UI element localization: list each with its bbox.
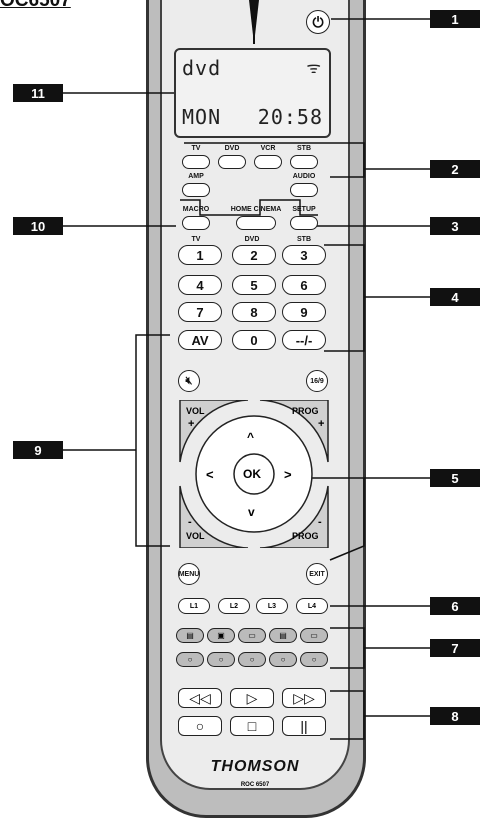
prog-up-button[interactable] [259, 400, 329, 463]
key-2[interactable]: 2 [232, 245, 276, 265]
macro-label: MACRO [182, 206, 210, 213]
source-label-stb: STB [297, 145, 311, 152]
vol-label-bottom: VOL [186, 531, 205, 541]
key-7[interactable]: 7 [178, 302, 222, 322]
prog-label-bottom: PROG [292, 531, 319, 541]
source-button-amp[interactable] [182, 183, 210, 197]
source-label-dvd: DVD [224, 145, 240, 152]
page-title: OC6507 [0, 0, 71, 11]
callout-2: 2 [430, 160, 480, 178]
vol-up-button[interactable] [179, 400, 249, 463]
l1-button[interactable]: L1 [178, 598, 210, 614]
key-9[interactable]: 9 [282, 302, 326, 322]
lcd-time: 20:58 [257, 105, 323, 129]
macro-button[interactable] [182, 216, 210, 230]
digit-caption-stb: STB [297, 236, 311, 243]
color-button-5[interactable]: ○ [300, 652, 328, 667]
key-dash[interactable]: --/- [282, 330, 326, 350]
source-button-dvd[interactable] [218, 155, 246, 169]
key-6[interactable]: 6 [282, 275, 326, 295]
key-3[interactable]: 3 [282, 245, 326, 265]
stop-button[interactable]: □ [230, 716, 274, 736]
prog-minus: - [318, 516, 322, 528]
nav-cluster [179, 400, 329, 548]
prog-plus: + [318, 418, 325, 430]
callout-3: 3 [430, 217, 480, 235]
source-label-vcr: VCR [260, 145, 276, 152]
key-1[interactable]: 1 [178, 245, 222, 265]
prog-label-top: PROG [292, 406, 319, 416]
lcd-display: dvd ᯤ MON 20:58 [174, 48, 331, 138]
color-button-1[interactable]: ○ [176, 652, 204, 667]
key-av[interactable]: AV [178, 330, 222, 350]
ok-button[interactable] [233, 453, 275, 495]
mute-icon[interactable]: 🔇︎ [178, 370, 200, 392]
record-button[interactable]: ○ [178, 716, 222, 736]
setup-button[interactable] [290, 216, 318, 230]
vol-minus: - [188, 516, 192, 528]
callout-6: 6 [430, 597, 480, 615]
power-button[interactable]: ⏻ [306, 10, 330, 34]
brand-logo: THOMSON [210, 758, 300, 775]
key-8[interactable]: 8 [232, 302, 276, 322]
right-arrow-icon: > [284, 467, 292, 482]
callout-7: 7 [430, 639, 480, 657]
source-button-vcr[interactable] [254, 155, 282, 169]
home-cinema-button[interactable] [236, 216, 276, 230]
teletext-button-5[interactable]: ▭ [300, 628, 328, 643]
digit-caption-dvd: DVD [244, 236, 260, 243]
teletext-button-1[interactable]: ▤ [176, 628, 204, 643]
model-number: ROC 6507 [240, 782, 270, 788]
lcd-mode: dvd [182, 56, 222, 80]
prog-down-button[interactable] [259, 485, 329, 548]
vol-label-top: VOL [186, 406, 205, 416]
lcd-day: MON [182, 105, 222, 129]
rewind-button[interactable]: ◁◁ [178, 688, 222, 708]
setup-label: SETUP [292, 206, 316, 213]
teletext-button-2[interactable]: ▣ [207, 628, 235, 643]
vol-down-button[interactable] [179, 485, 249, 548]
l3-button[interactable]: L3 [256, 598, 288, 614]
callout-8: 8 [430, 707, 480, 725]
source-label-audio: AUDIO [292, 173, 316, 180]
key-4[interactable]: 4 [178, 275, 222, 295]
color-button-2[interactable]: ○ [207, 652, 235, 667]
callout-5: 5 [430, 469, 480, 487]
play-button[interactable]: ▷ [230, 688, 274, 708]
home-cinema-label: HOME CINEMA [230, 206, 282, 213]
forward-button[interactable]: ▷▷ [282, 688, 326, 708]
teletext-button-3[interactable]: ▭ [238, 628, 266, 643]
signal-icon: ᯤ [306, 58, 321, 77]
digit-caption-tv: TV [191, 236, 201, 243]
callout-10: 10 [13, 217, 63, 235]
callout-1: 1 [430, 10, 480, 28]
l4-button[interactable]: L4 [296, 598, 328, 614]
callout-11: 11 [13, 84, 63, 102]
down-arrow-icon: v [248, 505, 255, 519]
color-button-4[interactable]: ○ [269, 652, 297, 667]
l2-button[interactable]: L2 [218, 598, 250, 614]
ok-label: OK [243, 467, 261, 481]
exit-button[interactable]: EXIT [306, 563, 328, 585]
pause-button[interactable]: || [282, 716, 326, 736]
source-label-amp: AMP [188, 173, 204, 180]
vol-plus: + [188, 418, 195, 430]
menu-button[interactable]: MENU [178, 563, 200, 585]
color-button-3[interactable]: ○ [238, 652, 266, 667]
key-0[interactable]: 0 [232, 330, 276, 350]
left-arrow-icon: < [206, 467, 214, 482]
source-button-stb[interactable] [290, 155, 318, 169]
key-5[interactable]: 5 [232, 275, 276, 295]
callout-9: 9 [13, 441, 63, 459]
source-button-tv[interactable] [182, 155, 210, 169]
teletext-button-4[interactable]: ▤ [269, 628, 297, 643]
aspect-ratio-button[interactable]: 16/9 [306, 370, 328, 392]
callout-4: 4 [430, 288, 480, 306]
up-arrow-icon: ^ [247, 430, 255, 444]
source-button-audio[interactable] [290, 183, 318, 197]
source-label-tv: TV [191, 145, 201, 152]
